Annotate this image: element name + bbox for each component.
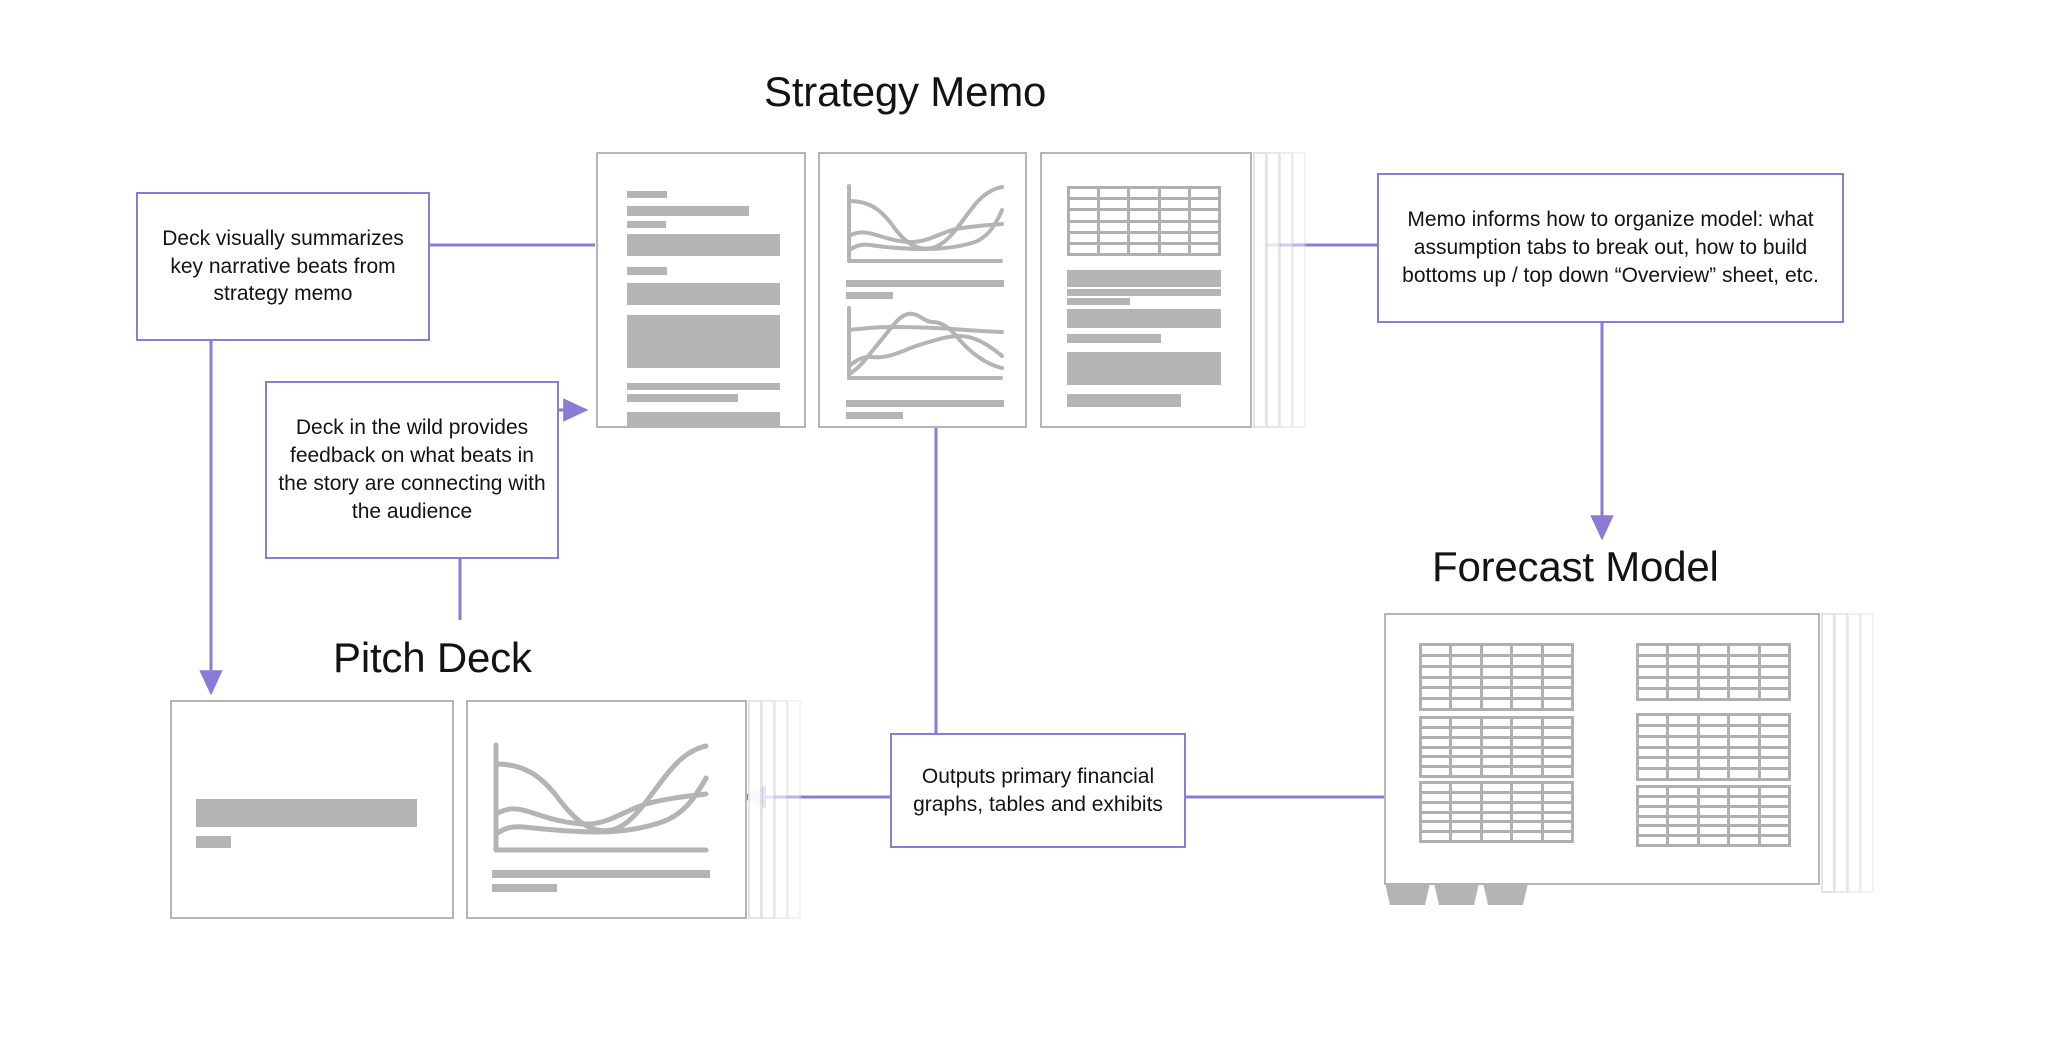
pitch-deck-slide-title[interactable] <box>170 700 454 919</box>
forecast-model-stack <box>1384 613 1879 905</box>
strategy-memo-page-text[interactable] <box>596 152 806 428</box>
memo-chart-upper <box>846 184 1004 272</box>
model-table <box>1419 716 1574 778</box>
slide-title-bar <box>196 799 417 827</box>
doc-text-bar <box>627 191 667 198</box>
doc-text-block <box>1067 270 1221 287</box>
pitch-deck-slide-chart[interactable] <box>466 700 747 919</box>
page-stack-ghost <box>1253 152 1267 428</box>
doc-caption-bar <box>846 400 1004 407</box>
sheet-tab <box>1483 883 1528 905</box>
sheet-tab <box>1385 883 1430 905</box>
model-table <box>1636 713 1791 781</box>
doc-text-bar <box>627 267 667 275</box>
model-table <box>1636 643 1791 701</box>
model-table <box>1636 785 1791 847</box>
note-text: Deck in the wild provides feedback on wh… <box>278 416 546 523</box>
doc-text-bar <box>1067 334 1161 343</box>
sheet-stack-ghost <box>1834 613 1848 893</box>
doc-caption-bar <box>846 280 1004 287</box>
section-title-forecast-model: Forecast Model <box>1432 543 1719 590</box>
doc-text-bar <box>627 221 666 228</box>
page-stack-ghost <box>1279 152 1293 428</box>
slide-caption-bar <box>492 870 710 878</box>
doc-text-block <box>627 315 780 368</box>
strategy-memo-page-table[interactable] <box>1040 152 1252 428</box>
note-memo-informs-model[interactable]: Memo informs how to organize model: what… <box>1377 173 1844 323</box>
forecast-model-workbook[interactable] <box>1384 613 1820 885</box>
doc-text-bar <box>1067 289 1221 296</box>
model-table <box>1419 643 1574 711</box>
note-deck-summarizes[interactable]: Deck visually summarizes key narrative b… <box>136 192 430 341</box>
deck-chart <box>492 742 710 857</box>
doc-text-bar <box>627 394 738 402</box>
doc-caption-bar <box>846 292 893 299</box>
doc-text-block <box>627 412 780 426</box>
slide-subtitle-bar <box>196 836 231 848</box>
sheet-stack-ghost <box>1860 613 1874 893</box>
section-title-pitch-deck: Pitch Deck <box>333 634 532 681</box>
sheet-tab <box>1434 883 1479 905</box>
note-deck-in-the-wild[interactable]: Deck in the wild provides feedback on wh… <box>265 381 559 559</box>
page-stack-ghost <box>1292 152 1306 428</box>
note-text: Deck visually summarizes key narrative b… <box>162 226 404 306</box>
doc-caption-bar <box>846 412 903 419</box>
doc-text-block <box>1067 352 1221 385</box>
doc-text-block <box>1067 309 1221 328</box>
pitch-deck-slide-stack <box>466 700 816 919</box>
doc-text-block <box>1067 394 1181 407</box>
strategy-memo-page-stack <box>1040 152 1310 428</box>
page-stack-ghost <box>1266 152 1280 428</box>
doc-text-block <box>627 283 780 305</box>
doc-text-block <box>627 234 780 256</box>
sheet-stack-ghost <box>1821 613 1835 893</box>
slide-stack-ghost <box>787 700 801 919</box>
memo-chart-lower <box>846 306 1004 390</box>
memo-table <box>1067 186 1221 256</box>
section-title-strategy-memo: Strategy Memo <box>764 68 1047 115</box>
sheet-stack-ghost <box>1847 613 1861 893</box>
note-text: Outputs primary financial graphs, tables… <box>913 764 1163 816</box>
slide-stack-ghost <box>774 700 788 919</box>
slide-caption-bar <box>492 884 557 892</box>
doc-text-bar <box>627 206 749 216</box>
strategy-memo-page-charts[interactable] <box>818 152 1027 428</box>
slide-stack-ghost <box>748 700 762 919</box>
note-outputs-primary[interactable]: Outputs primary financial graphs, tables… <box>890 733 1186 848</box>
doc-text-bar <box>627 383 780 390</box>
doc-text-bar <box>1067 298 1130 305</box>
workbook-sheet-tabs[interactable] <box>1384 883 1544 911</box>
slide-stack-ghost <box>761 700 775 919</box>
note-text: Memo informs how to organize model: what… <box>1402 208 1819 287</box>
model-table <box>1419 781 1574 843</box>
